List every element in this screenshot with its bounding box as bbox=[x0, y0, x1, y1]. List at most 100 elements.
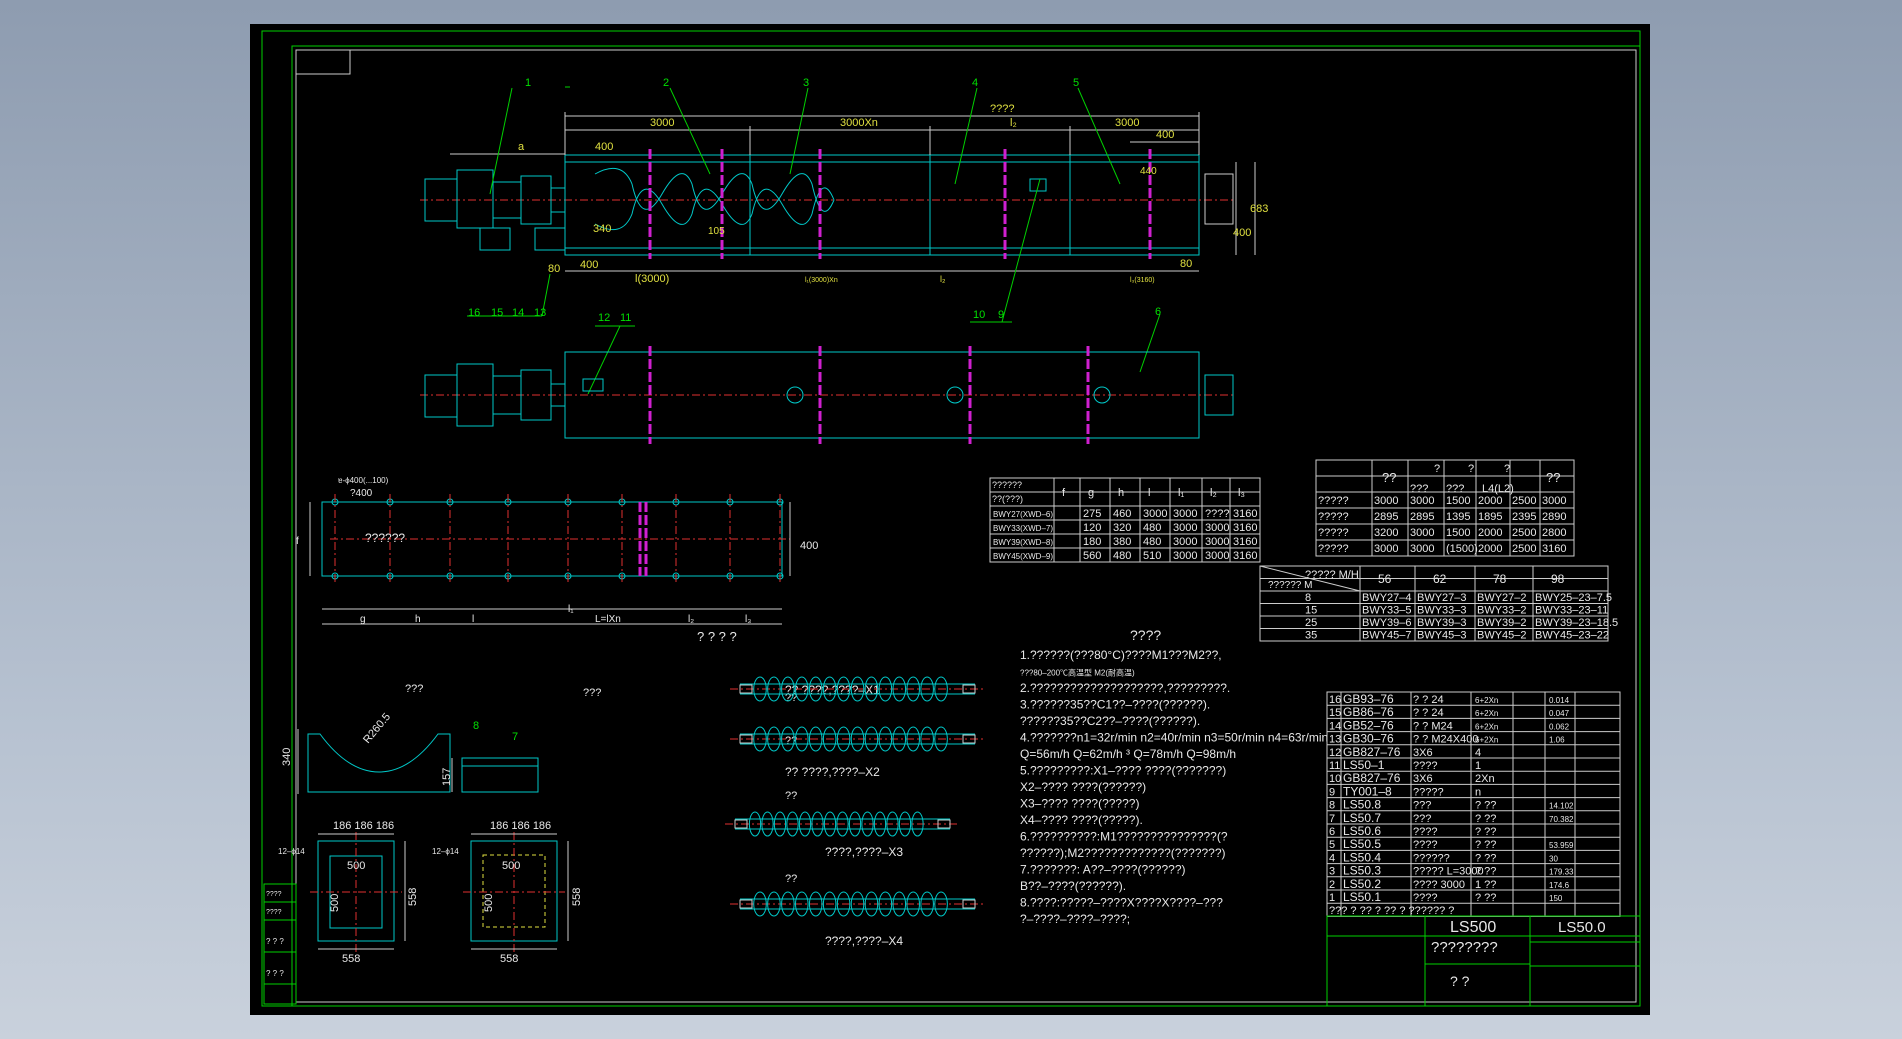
flange-right-side: 500 bbox=[483, 894, 495, 912]
dim-table-cell: ???? bbox=[1205, 508, 1229, 520]
spiral-flight bbox=[811, 811, 824, 837]
motor-table-corner: ????? M/H bbox=[1305, 569, 1359, 581]
spiral-flight bbox=[767, 726, 781, 752]
length-table-cell: 1500 bbox=[1446, 495, 1470, 507]
parts-code: LS50.4 bbox=[1343, 850, 1381, 864]
spiral-flight bbox=[822, 676, 837, 702]
spiral-flight bbox=[934, 676, 948, 702]
dim-3000-left: 3000 bbox=[650, 117, 674, 129]
plan-l: l bbox=[472, 614, 474, 625]
spiral-flight bbox=[920, 676, 934, 702]
length-table-cell: ????? bbox=[1318, 543, 1349, 555]
length-table-cell: (1500) bbox=[1446, 543, 1478, 555]
parts-code: GB30–76 bbox=[1343, 732, 1394, 746]
spiral-flight bbox=[920, 891, 934, 917]
length-table-cell: 2895 bbox=[1374, 511, 1398, 523]
parts-qty: 6+2Xn bbox=[1475, 722, 1498, 731]
length-table-cell: ????? bbox=[1318, 527, 1349, 539]
parts-qty: ? ?? bbox=[1475, 852, 1496, 864]
dim-table-header: f bbox=[1062, 487, 1066, 499]
spiral-flight bbox=[795, 676, 809, 702]
dim-table-cell: 320 bbox=[1113, 522, 1131, 534]
parts-code: LS50.7 bbox=[1343, 811, 1381, 825]
motor-table-cell: BWY27–3 bbox=[1417, 592, 1467, 604]
dim-80-right: 80 bbox=[1180, 258, 1192, 270]
motor-table-col: 78 bbox=[1493, 572, 1507, 586]
length-table-head: ? bbox=[1504, 463, 1510, 475]
flange-right: 186 186 186 500 500 558 558 12–ϕ14 bbox=[432, 820, 583, 965]
leader-13: 13 bbox=[534, 307, 546, 319]
parts-name: ???? bbox=[1413, 826, 1437, 838]
dim-table-cell: BWY33(XWD–7) bbox=[993, 524, 1053, 533]
parts-code: LS50.8 bbox=[1343, 798, 1381, 812]
motor-table-cell: BWY33–2 bbox=[1477, 605, 1527, 617]
plan-f: f bbox=[296, 536, 299, 547]
flange-left-inner: 500 bbox=[347, 860, 365, 872]
parts-qty: 1 ?? bbox=[1475, 879, 1496, 891]
parts-weight: 30 bbox=[1549, 854, 1558, 863]
dim-table-cell: 275 bbox=[1083, 508, 1101, 520]
motor-table-col: 98 bbox=[1551, 572, 1565, 586]
flange-left-top: 186 186 186 bbox=[333, 820, 394, 832]
dim-table-cell: 380 bbox=[1113, 536, 1131, 548]
motor-table-cell: BWY27–2 bbox=[1477, 592, 1527, 604]
length-table-head: ??? bbox=[1446, 483, 1464, 495]
spiral-flight bbox=[795, 891, 809, 917]
leader-16: 16 bbox=[468, 307, 480, 319]
spiral-flight bbox=[892, 726, 907, 752]
spiral-flight bbox=[823, 811, 837, 837]
dim-table-header: g bbox=[1088, 487, 1094, 499]
parts-weight: 179.33 bbox=[1549, 868, 1574, 877]
spiral-flight bbox=[878, 891, 893, 917]
leader-14: 14 bbox=[512, 307, 524, 319]
parts-qty: 6+2Xn bbox=[1475, 736, 1498, 745]
plan-400: ?400 bbox=[350, 488, 373, 499]
parts-code: GB827–76 bbox=[1343, 771, 1401, 785]
dim-table-cell: 460 bbox=[1113, 508, 1131, 520]
spiral-flight bbox=[836, 811, 849, 837]
spiral-flight bbox=[850, 726, 865, 752]
flange-right-right: 558 bbox=[571, 888, 583, 906]
note-line: 7.???????: A??–????(??????) bbox=[1020, 863, 1186, 877]
plan-l3: l₃ bbox=[745, 614, 751, 625]
parts-name: ???? 3000 bbox=[1413, 879, 1465, 891]
leader-lines: 1 2 3 4 5 6 7 8 9 10 11 12 13 14 15 16 bbox=[467, 77, 1161, 743]
parts-no: 12 bbox=[1329, 747, 1341, 759]
parts-name: ????? L=3000 bbox=[1413, 866, 1484, 878]
spiral-title: ? ? ? ? bbox=[697, 629, 737, 644]
motor-table-cell: BWY45–3 bbox=[1417, 630, 1467, 642]
parts-code: GB52–76 bbox=[1343, 718, 1394, 732]
parts-weight: 0.062 bbox=[1549, 722, 1570, 731]
spiral-flight bbox=[748, 811, 762, 837]
dim-table-cell: 3000 bbox=[1173, 522, 1197, 534]
title-name: ???????? bbox=[1431, 939, 1498, 956]
dim-3000-right: 3000 bbox=[1115, 117, 1139, 129]
motor-table-cell: BWY27–4 bbox=[1362, 592, 1412, 604]
length-table-cell: 2000 bbox=[1478, 527, 1502, 539]
length-table-cell: 2395 bbox=[1512, 511, 1536, 523]
motor-table-cell: 35 bbox=[1305, 630, 1317, 642]
drawing-frame bbox=[295, 49, 1637, 1003]
dim-table-cell: 3160 bbox=[1233, 522, 1257, 534]
spiral-flight bbox=[822, 891, 837, 917]
motor-table-cell: BWY39–23–18.5 bbox=[1535, 617, 1618, 629]
spiral-tag-4: ?? bbox=[785, 873, 797, 885]
dim-table-cell: 480 bbox=[1113, 550, 1131, 562]
length-table-cell: 1895 bbox=[1478, 511, 1502, 523]
motor-table-cell: 8 bbox=[1305, 592, 1311, 604]
dim-400-left: 400 bbox=[595, 141, 613, 153]
leader-3: 3 bbox=[803, 77, 809, 89]
parts-qty: ? ?? bbox=[1475, 866, 1496, 878]
note-line: B??–????(??????). bbox=[1020, 879, 1126, 893]
motor-table-cell: 25 bbox=[1305, 617, 1317, 629]
length-table-cell: 3000 bbox=[1410, 527, 1434, 539]
spiral-label-x2: ?? ????,????–X2 bbox=[785, 765, 880, 779]
parts-qty: ? ?? bbox=[1475, 800, 1496, 812]
dim-l3000: l(3000) bbox=[635, 273, 669, 285]
parts-no: 14 bbox=[1329, 720, 1341, 732]
parts-code: GB93–76 bbox=[1343, 692, 1394, 706]
parts-weight: 0.047 bbox=[1549, 709, 1570, 718]
spiral-flight bbox=[781, 676, 795, 702]
flange-right-bottom: 558 bbox=[500, 953, 518, 965]
dim-table-cell: BWY39(XWD–8) bbox=[993, 538, 1053, 547]
